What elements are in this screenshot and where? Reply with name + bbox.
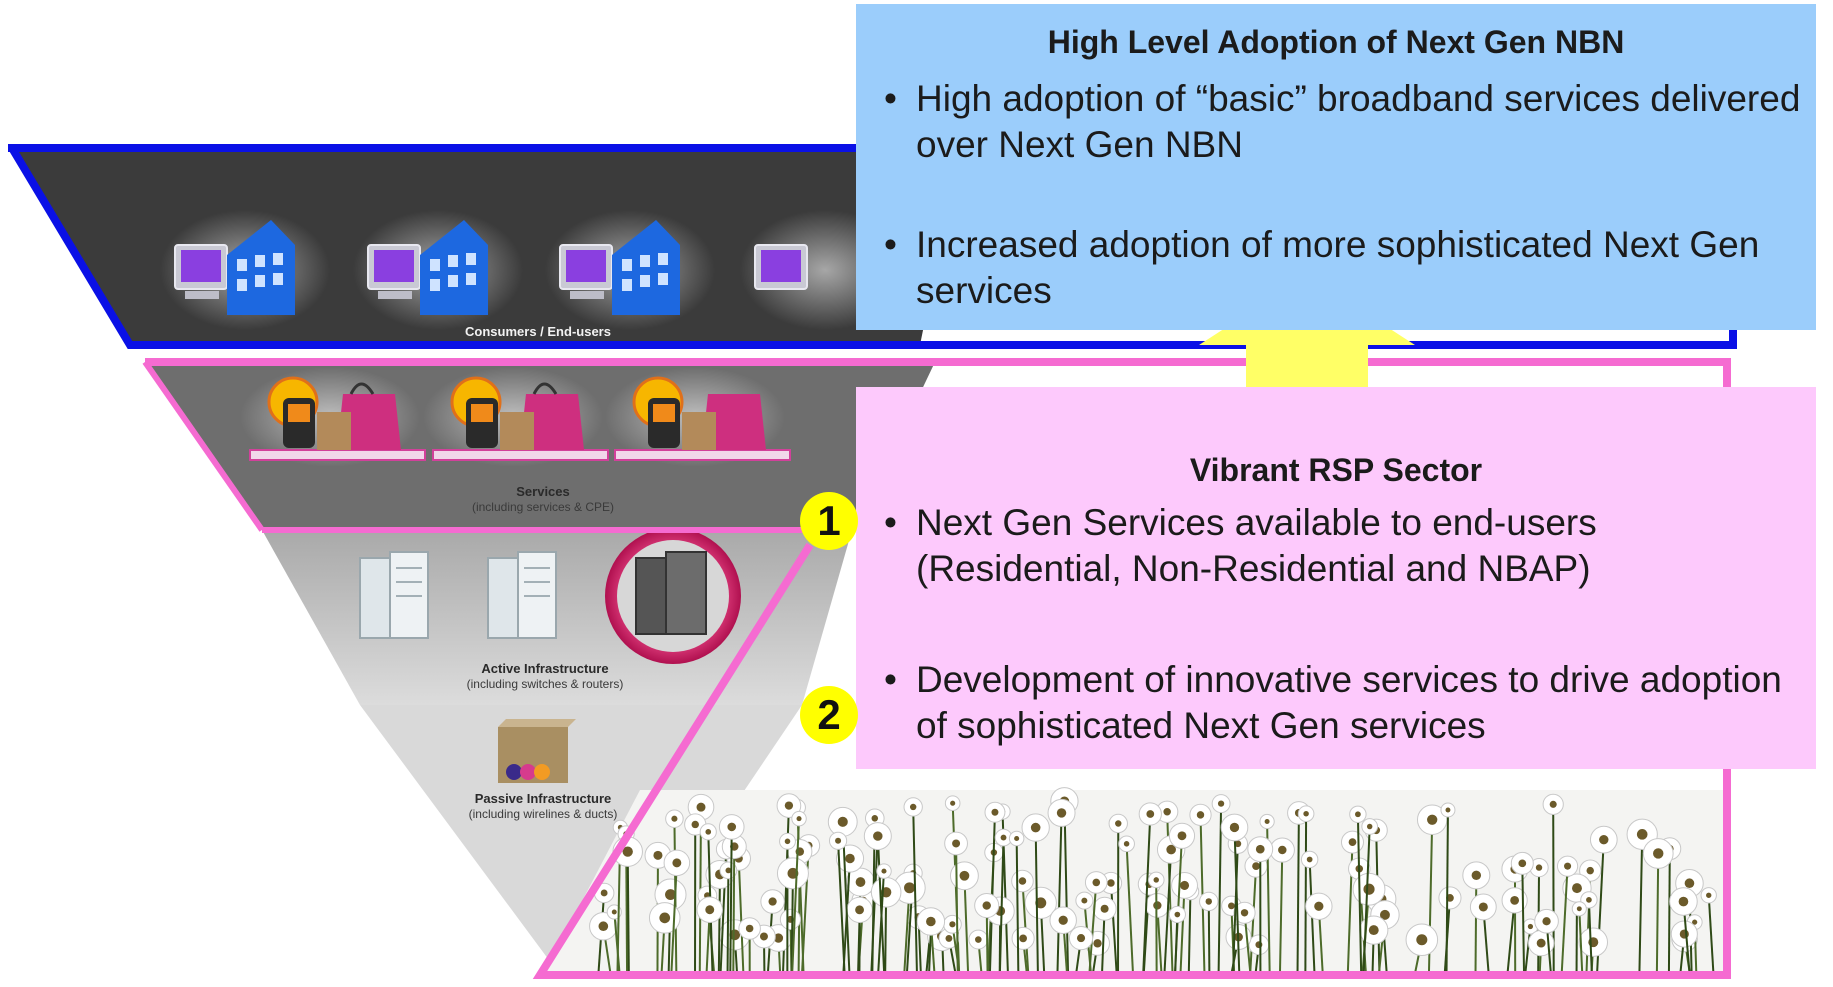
services-icons xyxy=(240,367,790,467)
computer-building-icon xyxy=(545,210,715,330)
computer-building-icon xyxy=(160,210,330,330)
adoption-callout-title: High Level Adoption of Next Gen NBN xyxy=(856,24,1816,61)
layer-sub-active-infrastructure: (including switches & routers) xyxy=(467,677,624,691)
layer-label-passive-infrastructure: Passive Infrastructure xyxy=(475,791,612,806)
rsp-bullet-2-text: Development of innovative services to dr… xyxy=(916,659,1782,746)
server-rack-icon xyxy=(488,552,556,638)
layer-sub-services: (including services & CPE) xyxy=(472,500,614,514)
rsp-callout-title: Vibrant RSP Sector xyxy=(856,452,1816,489)
rsp-callout: Vibrant RSP Sector • Next Gen Services a… xyxy=(856,387,1816,769)
adoption-bullet-2: • Increased adoption of more sophisticat… xyxy=(884,222,1804,314)
adoption-callout: High Level Adoption of Next Gen NBN • Hi… xyxy=(856,4,1816,330)
adoption-bullet-1: • High adoption of “basic” broadband ser… xyxy=(884,76,1804,168)
adoption-bullet-2-text: Increased adoption of more sophisticated… xyxy=(916,224,1759,311)
bullet-dot: • xyxy=(884,500,897,546)
marker-1-badge: 1 xyxy=(800,492,858,550)
computer-building-icon xyxy=(353,210,523,330)
server-rack-icon xyxy=(605,528,741,664)
layer-label-active-infrastructure: Active Infrastructure xyxy=(481,661,608,676)
layer-sub-passive-infrastructure: (including wirelines & ducts) xyxy=(469,807,618,821)
bullet-dot: • xyxy=(884,222,897,268)
rsp-bullet-1: • Next Gen Services available to end-use… xyxy=(884,500,1804,592)
server-rack-icon xyxy=(360,552,428,638)
rsp-bullet-1-text: Next Gen Services available to end-users… xyxy=(916,502,1597,589)
duct-box-icon xyxy=(498,719,576,783)
bullet-dot: • xyxy=(884,76,897,122)
daisy-field-image xyxy=(545,788,1725,972)
marker-2-badge: 2 xyxy=(800,686,858,744)
layer-label-consumers: Consumers / End-users xyxy=(465,324,611,339)
bullet-dot: • xyxy=(884,657,897,703)
rsp-bullet-2: • Development of innovative services to … xyxy=(884,657,1804,749)
layer-label-services: Services xyxy=(516,484,570,499)
adoption-bullet-1-text: High adoption of “basic” broadband servi… xyxy=(916,78,1800,165)
